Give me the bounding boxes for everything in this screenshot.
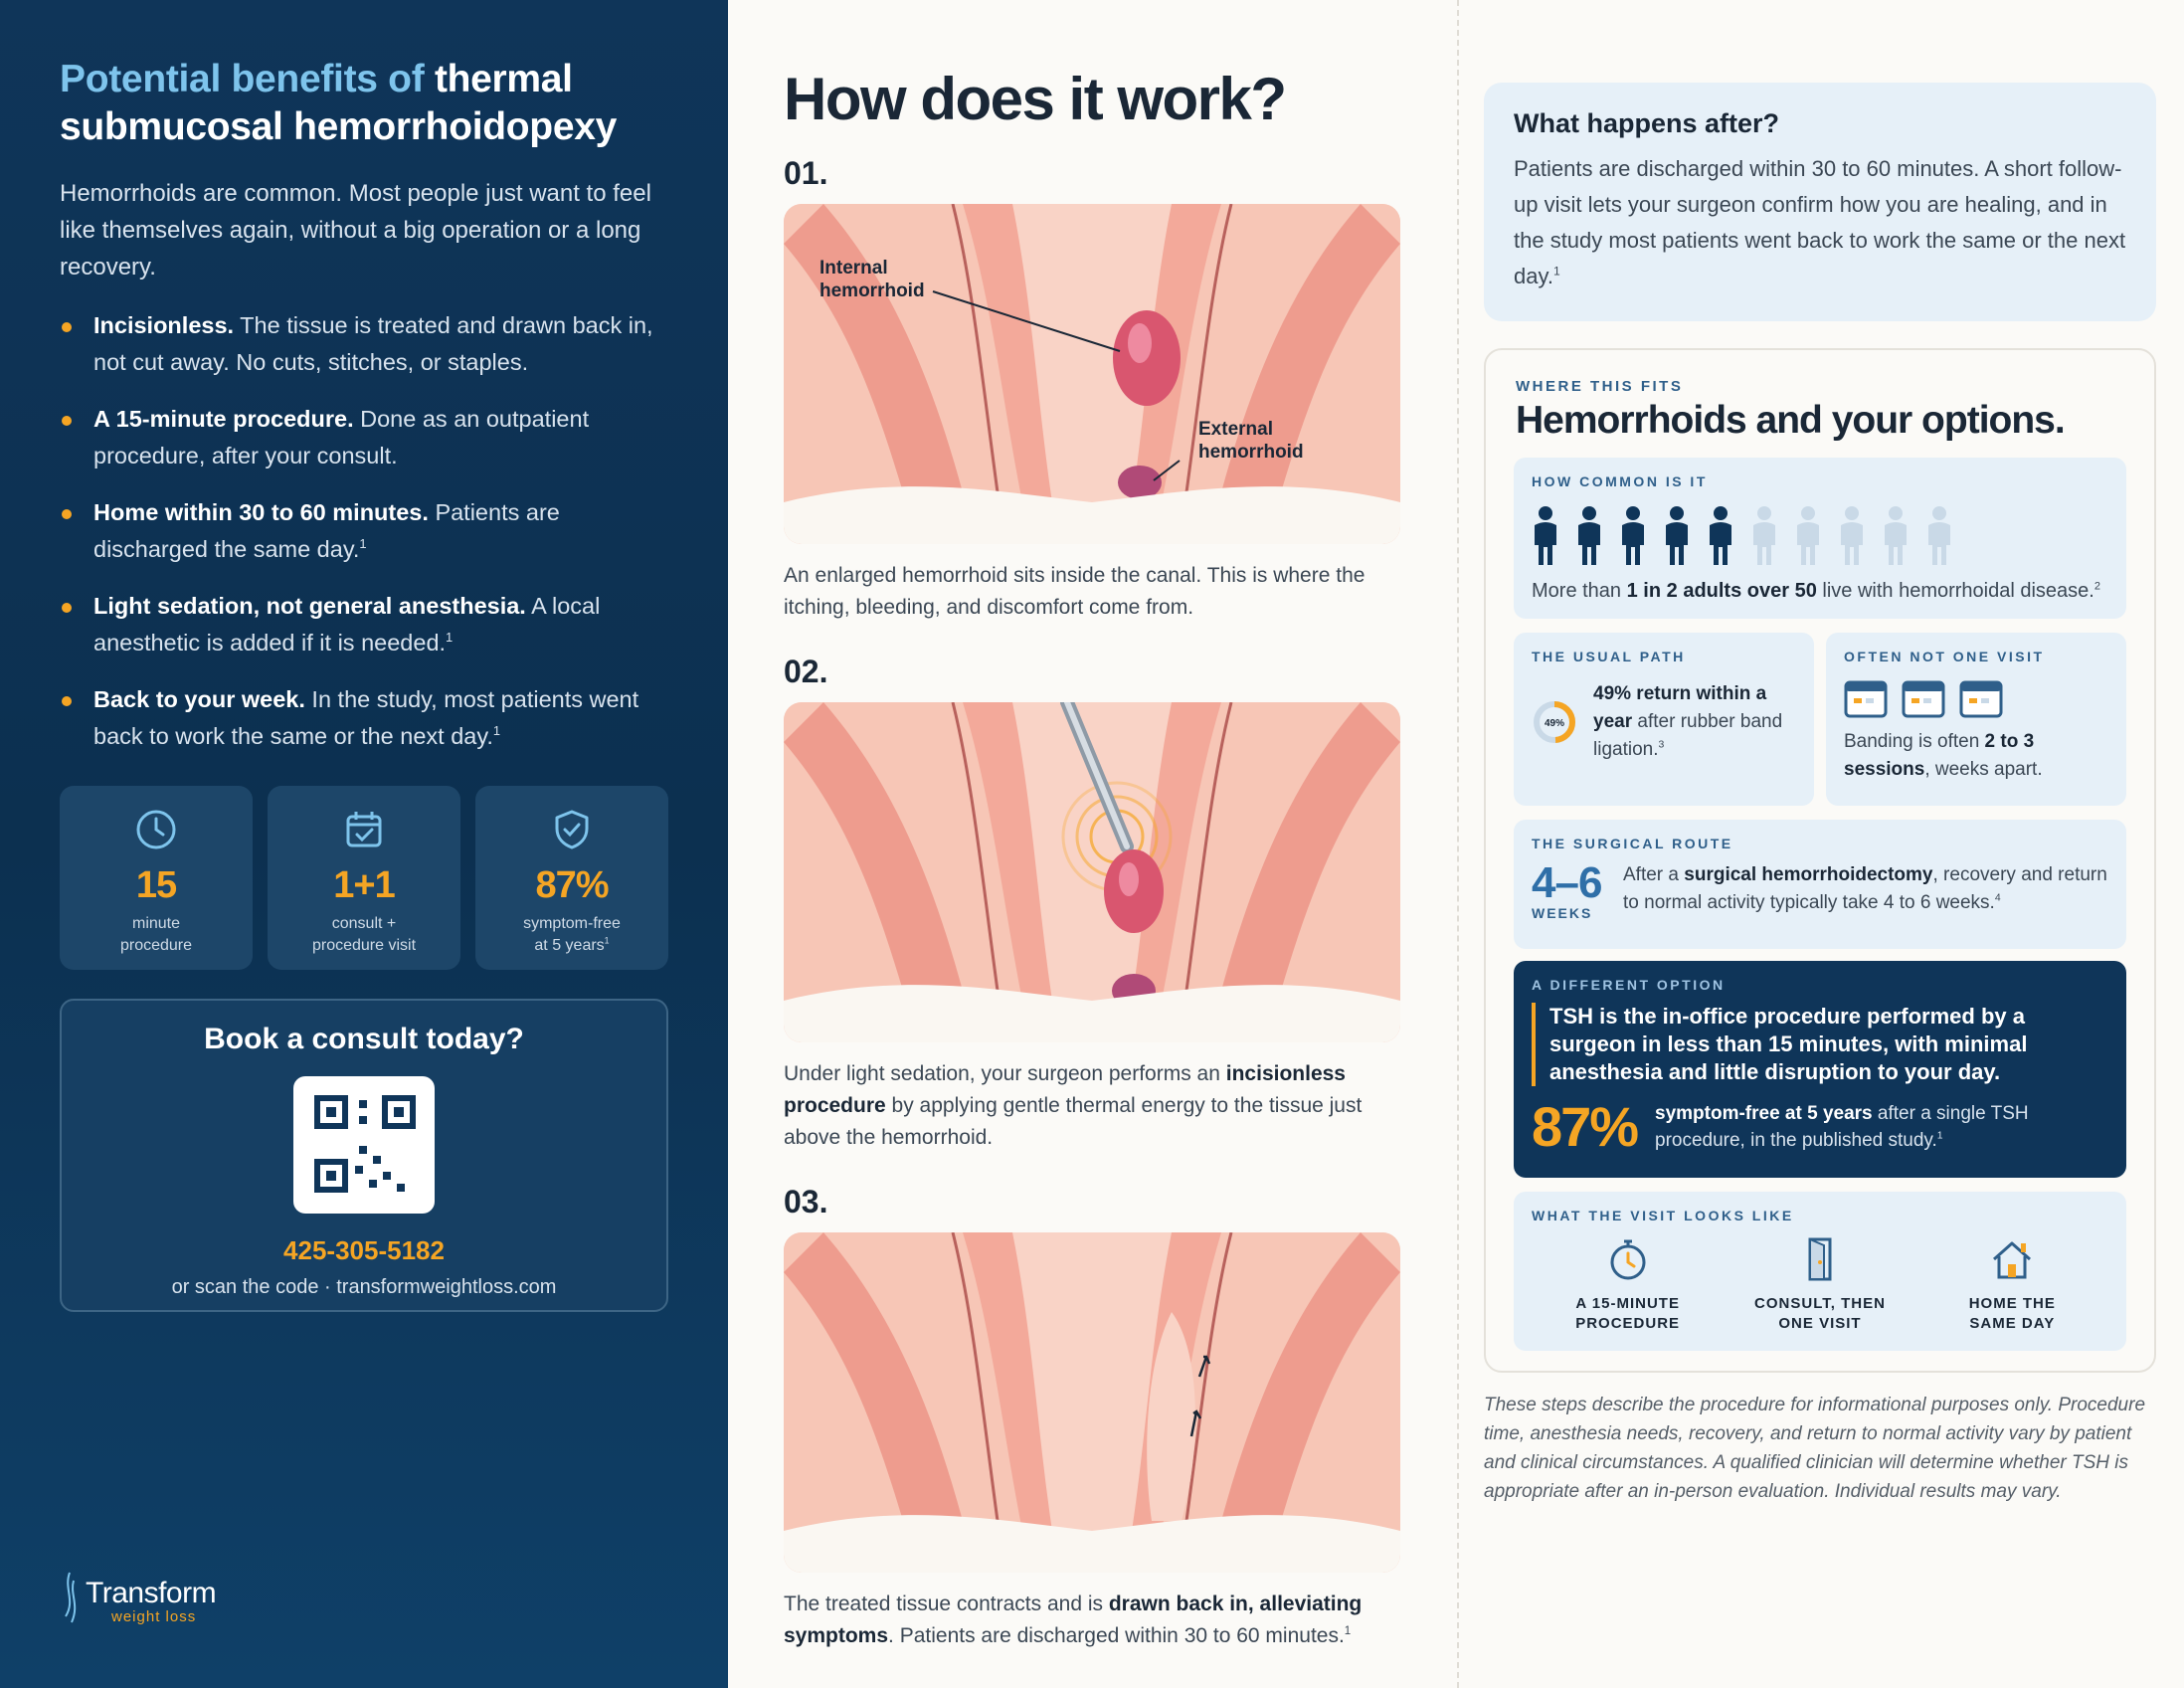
what-happens-after-card: What happens after? Patients are dischar… (1484, 83, 2156, 321)
list-item: Incisionless. The tissue is treated and … (60, 307, 676, 381)
different-option-card: A DIFFERENT OPTION TSH is the in-office … (1514, 961, 2126, 1178)
benefits-title: Potential benefits of thermal submucosal… (60, 58, 617, 148)
step-number: 03. (784, 1184, 828, 1219)
calendar-icon (1844, 680, 1888, 718)
person-icon (1794, 505, 1822, 567)
qr-code-icon[interactable] (293, 1076, 435, 1214)
person-icon (1619, 505, 1647, 567)
card-text: Patients are discharged within 30 to 60 … (1514, 156, 2126, 288)
card-title: What happens after? (1514, 108, 1780, 138)
weeks-value: 4–6 (1532, 858, 1602, 907)
step-number: 02. (784, 654, 828, 689)
label-internal-hemorrhoid-2: hemorrhoid (819, 281, 925, 301)
person-icon (1532, 505, 1559, 567)
symptom-free-value: 87% (1532, 1095, 1639, 1158)
phone-link[interactable]: 425-305-5182 (283, 1235, 445, 1265)
bullet-icon (62, 416, 72, 426)
stat-value: 15 (135, 864, 177, 906)
options-title: Hemorrhoids and your options. (1516, 399, 2066, 442)
person-icon (1838, 505, 1866, 567)
person-icon (1663, 505, 1691, 567)
calendar-check-icon (346, 812, 382, 847)
step-1-illustration: Internal hemorrhoid External hemorrhoid (784, 204, 1400, 544)
options-eyebrow: WHERE THIS FITS (1516, 378, 1684, 395)
step-2-caption: Under light sedation, your surgeon perfo… (784, 1062, 1363, 1149)
column-divider (1457, 0, 1459, 1688)
donut-ring-icon: 49% (1534, 701, 1575, 743)
shield-check-icon (555, 810, 589, 849)
brand-logo: Transform weight loss (60, 1572, 217, 1625)
label-external-hemorrhoid-2: hemorrhoid (1198, 442, 1304, 463)
calendar-icon (1959, 680, 2003, 718)
stat-card-visits: 1+1 consult +procedure visit (268, 786, 460, 970)
logo-mark-icon (65, 1572, 77, 1623)
intro-text: Hemorrhoids are common. Most people just… (60, 180, 651, 281)
disclaimer-text: These steps describe the procedure for i… (1484, 1395, 2146, 1502)
person-icon (1707, 505, 1734, 567)
stopwatch-icon (1610, 1239, 1646, 1280)
stat-value: 87% (535, 864, 609, 906)
door-icon (1808, 1237, 1832, 1281)
website-link[interactable]: or scan the code · transformweightloss.c… (171, 1276, 557, 1298)
person-icon (1882, 505, 1910, 567)
people-pictogram (1532, 505, 2108, 567)
book-consult-card[interactable]: Book a consult today? 425-305-5182 or sc… (60, 999, 668, 1312)
step-3-illustration (784, 1232, 1400, 1573)
svg-text:49%: 49% (1545, 718, 1564, 729)
bullet-icon (62, 509, 72, 519)
label-internal-hemorrhoid: Internal (819, 258, 888, 279)
list-item: Home within 30 to 60 minutes. Patients a… (60, 494, 676, 568)
how-it-works-section: How does it work? 01. Internal hemorrhoi… (784, 60, 1400, 1652)
person-icon (1575, 505, 1603, 567)
list-item: Light sedation, not general anesthesia. … (60, 588, 676, 661)
home-icon (1993, 1241, 2032, 1279)
label-external-hemorrhoid: External (1198, 419, 1273, 440)
clock-icon (136, 810, 176, 849)
book-title: Book a consult today? (204, 1023, 524, 1055)
list-item: A 15-minute procedure. Done as an outpat… (60, 401, 676, 474)
bullet-icon (62, 603, 72, 613)
bullet-icon (62, 696, 72, 706)
how-common-card: HOW COMMON IS IT More than 1 in 2 adults… (1514, 458, 2126, 619)
options-panel: WHERE THIS FITS Hemorrhoids and your opt… (1484, 348, 2156, 1373)
bullet-icon (62, 322, 72, 332)
person-icon (1750, 505, 1778, 567)
calendar-icon (1902, 680, 1945, 718)
step-number: 01. (784, 155, 828, 191)
benefits-list: Incisionless. The tissue is treated and … (60, 307, 668, 755)
step-3-caption: The treated tissue contracts and is draw… (784, 1593, 1363, 1647)
not-one-visit-card: OFTEN NOT ONE VISIT Banding is often 2 t… (1826, 633, 2126, 806)
list-item: Back to your week. In the study, most pa… (60, 681, 676, 755)
surgical-route-card: THE SURGICAL ROUTE 4–6 WEEKS After a sur… (1514, 820, 2126, 949)
stat-value: 1+1 (333, 864, 395, 906)
stat-label: consult +procedure visit (311, 915, 417, 954)
person-icon (1925, 505, 1953, 567)
step-2-illustration (784, 702, 1400, 1042)
usual-path-card: THE USUAL PATH 49% 49% return within a y… (1514, 633, 1814, 806)
section-title: How does it work? (784, 66, 1287, 132)
step-1-caption: An enlarged hemorrhoid sits inside the c… (784, 564, 1365, 619)
left-panel: Potential benefits of thermal submucosal… (0, 0, 728, 1688)
